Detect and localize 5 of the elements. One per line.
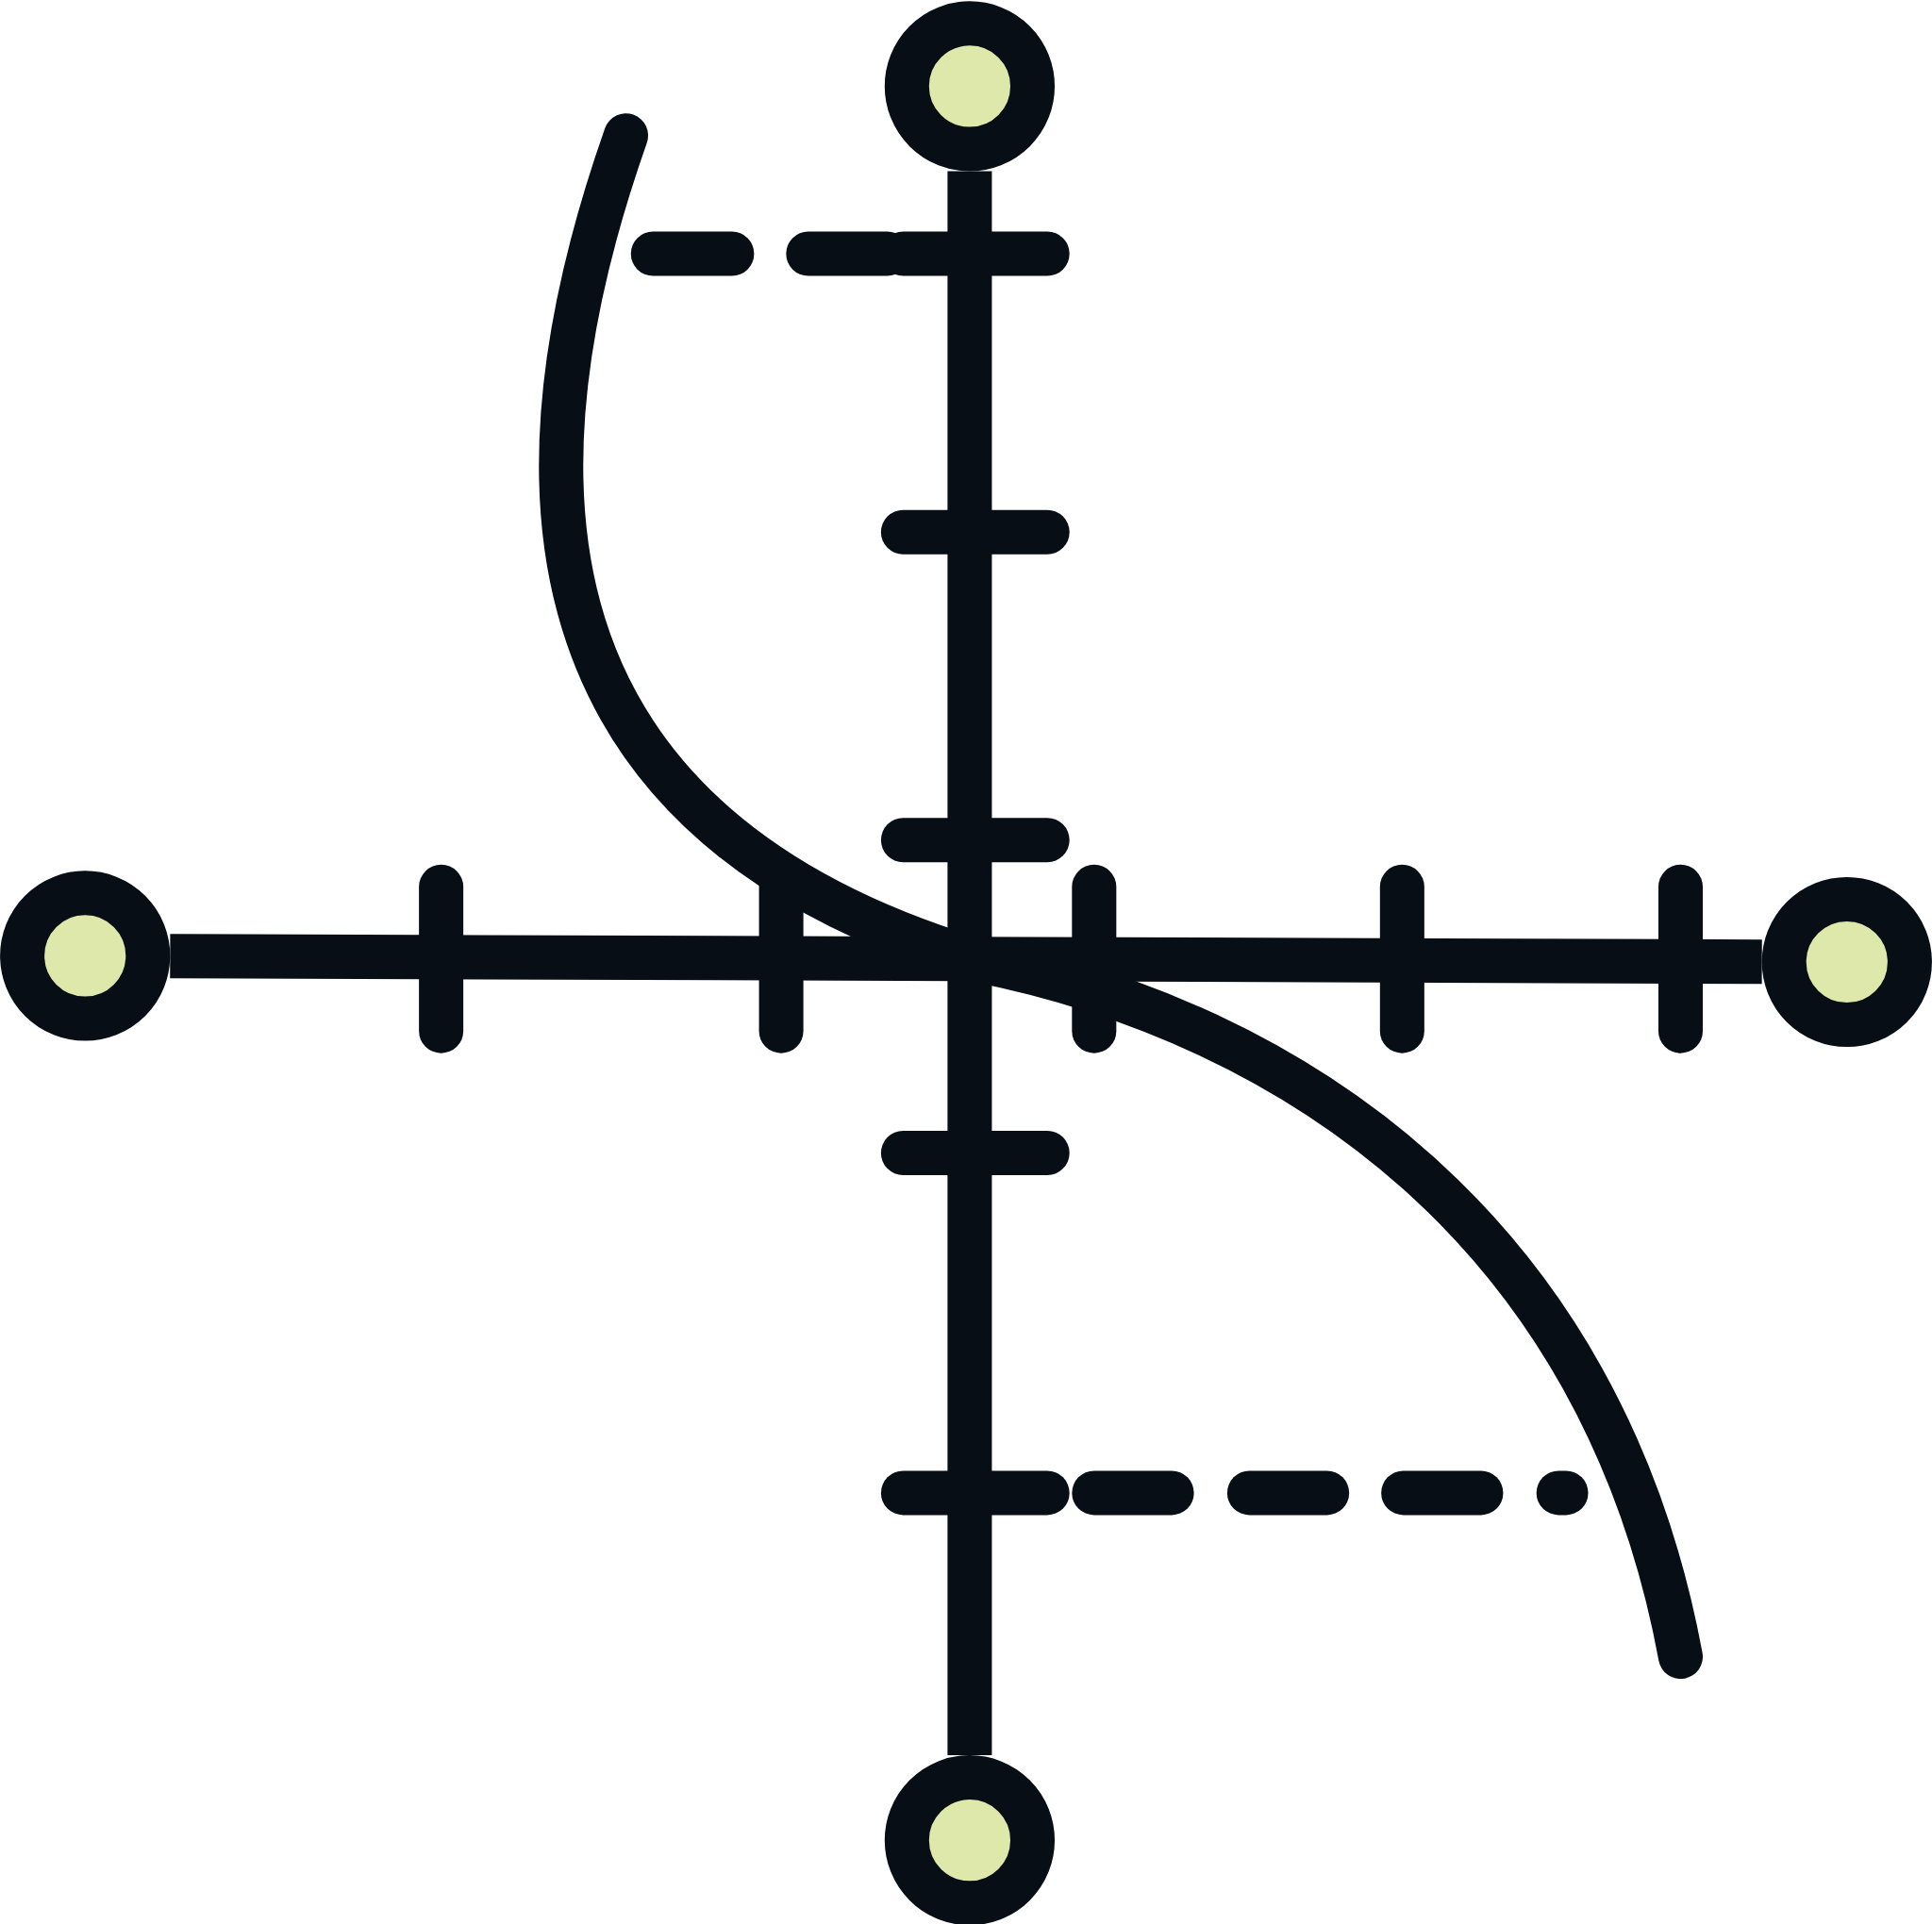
axis-line [947, 171, 992, 1756]
end-circle [0, 871, 171, 1041]
end-circle [884, 1, 1056, 172]
end-circle [1761, 876, 1932, 1048]
axis-line [170, 934, 1762, 985]
